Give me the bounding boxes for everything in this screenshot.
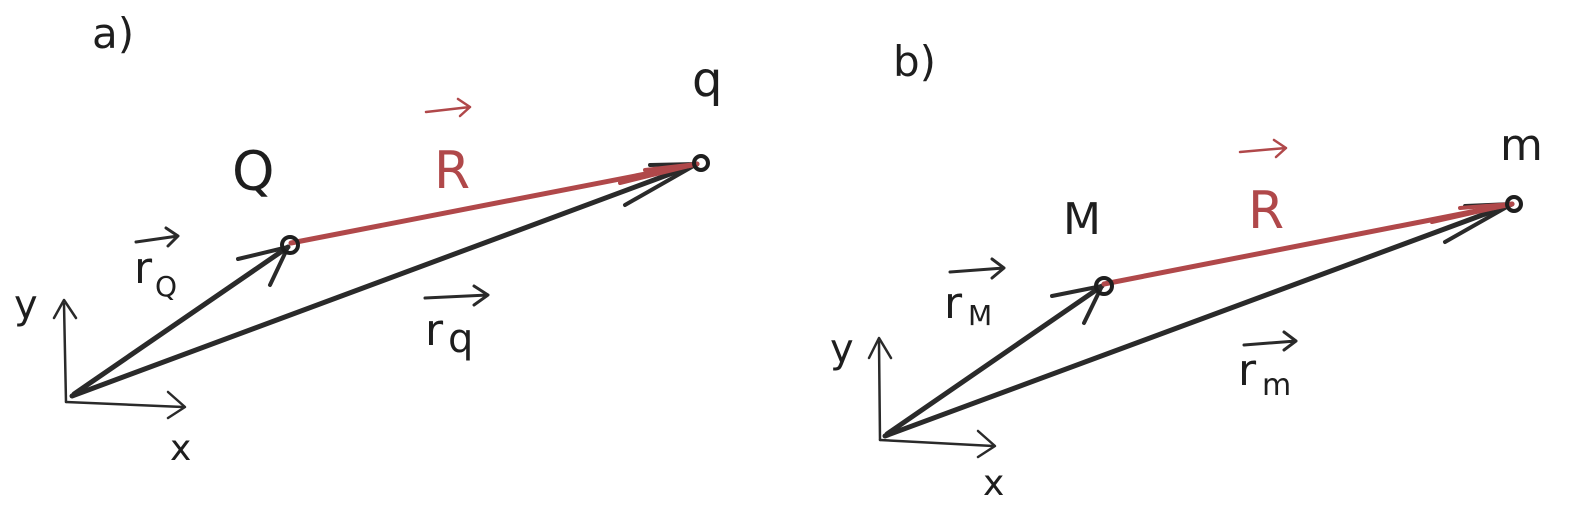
panel-b-vector-R: R: [1101, 138, 1515, 287]
panel-b-rM-line: [884, 283, 1105, 437]
panel-a-R-symbol: R: [434, 141, 470, 201]
panel-b-rM-overarrow: [948, 257, 1006, 280]
panel-a-R-arrowhead: [618, 162, 699, 185]
panel-b-label: b): [893, 37, 936, 86]
panel-b-vector-rM: r M: [884, 257, 1105, 437]
panel-a-x-label: x: [170, 428, 191, 469]
panel-a-rQ-arrowhead: [236, 245, 290, 287]
panel-a-vector-R: R: [288, 97, 700, 246]
panel-a-rQ-overarrow: [134, 226, 180, 248]
panel-a-label: a): [92, 9, 134, 58]
panel-a-y-axis: [62, 302, 68, 404]
panel-b-y-arrowhead: [867, 336, 893, 360]
panel-a-rq-subscript: q: [448, 316, 473, 362]
panel-a-vector-rQ: r Q: [71, 226, 291, 397]
panel-b-mass-M-label: M: [1063, 194, 1101, 245]
panel-a: a) y x r q r Q: [14, 9, 722, 469]
panel-a-R-overarrow: [424, 97, 472, 118]
panel-b-y-label: y: [830, 326, 854, 372]
panel-a-rQ-subscript: Q: [155, 270, 177, 303]
panel-b: b) y x r m r M: [830, 37, 1543, 504]
panel-b-rM-arrowhead: [1050, 284, 1104, 325]
panel-a-charge-q-dot: [692, 154, 710, 172]
panel-b-axes: y x: [830, 326, 1004, 504]
panel-b-rm-symbol: r: [1238, 345, 1257, 396]
panel-a-charge-q-label: q: [692, 52, 722, 108]
panel-b-vector-rm: r m: [882, 201, 1515, 439]
panel-b-rm-subscript: m: [1262, 368, 1291, 403]
panel-b-x-label: x: [983, 463, 1004, 504]
panel-b-mass-m-label: m: [1500, 120, 1543, 171]
panel-b-R-symbol: R: [1248, 181, 1284, 241]
panel-b-mass-M-dot: [1094, 276, 1114, 296]
panel-a-rQ-line: [71, 244, 291, 397]
panel-b-x-arrowhead: [976, 429, 997, 459]
panel-a-rq-overarrow: [423, 284, 490, 307]
panel-a-y-arrowhead: [52, 298, 78, 320]
panel-a-charge-Q-dot: [280, 235, 300, 255]
panel-a-x-arrowhead: [166, 390, 187, 420]
panel-a-axes: y x: [14, 282, 191, 469]
panel-b-rM-symbol: r: [944, 278, 963, 329]
panel-a-rq-symbol: r: [425, 305, 444, 356]
panel-b-R-overarrow: [1238, 138, 1288, 159]
panel-a-rq-line: [69, 161, 700, 399]
panel-a-vector-rq: r q: [69, 161, 700, 399]
panel-b-y-axis: [877, 340, 882, 442]
panel-b-R-arrowhead: [1430, 202, 1514, 224]
panel-a-y-label: y: [14, 282, 38, 328]
panel-b-rm-overarrow: [1242, 330, 1298, 352]
panel-b-x-axis: [878, 438, 995, 448]
panel-a-x-axis: [64, 400, 185, 409]
panel-b-mass-m-dot: [1505, 195, 1523, 213]
panel-a-R-line: [288, 161, 700, 246]
panel-b-rM-subscript: M: [968, 299, 992, 332]
panel-a-rQ-symbol: r: [134, 243, 153, 294]
panel-a-charge-Q-label: Q: [232, 140, 275, 203]
panel-b-rm-line: [882, 201, 1515, 439]
